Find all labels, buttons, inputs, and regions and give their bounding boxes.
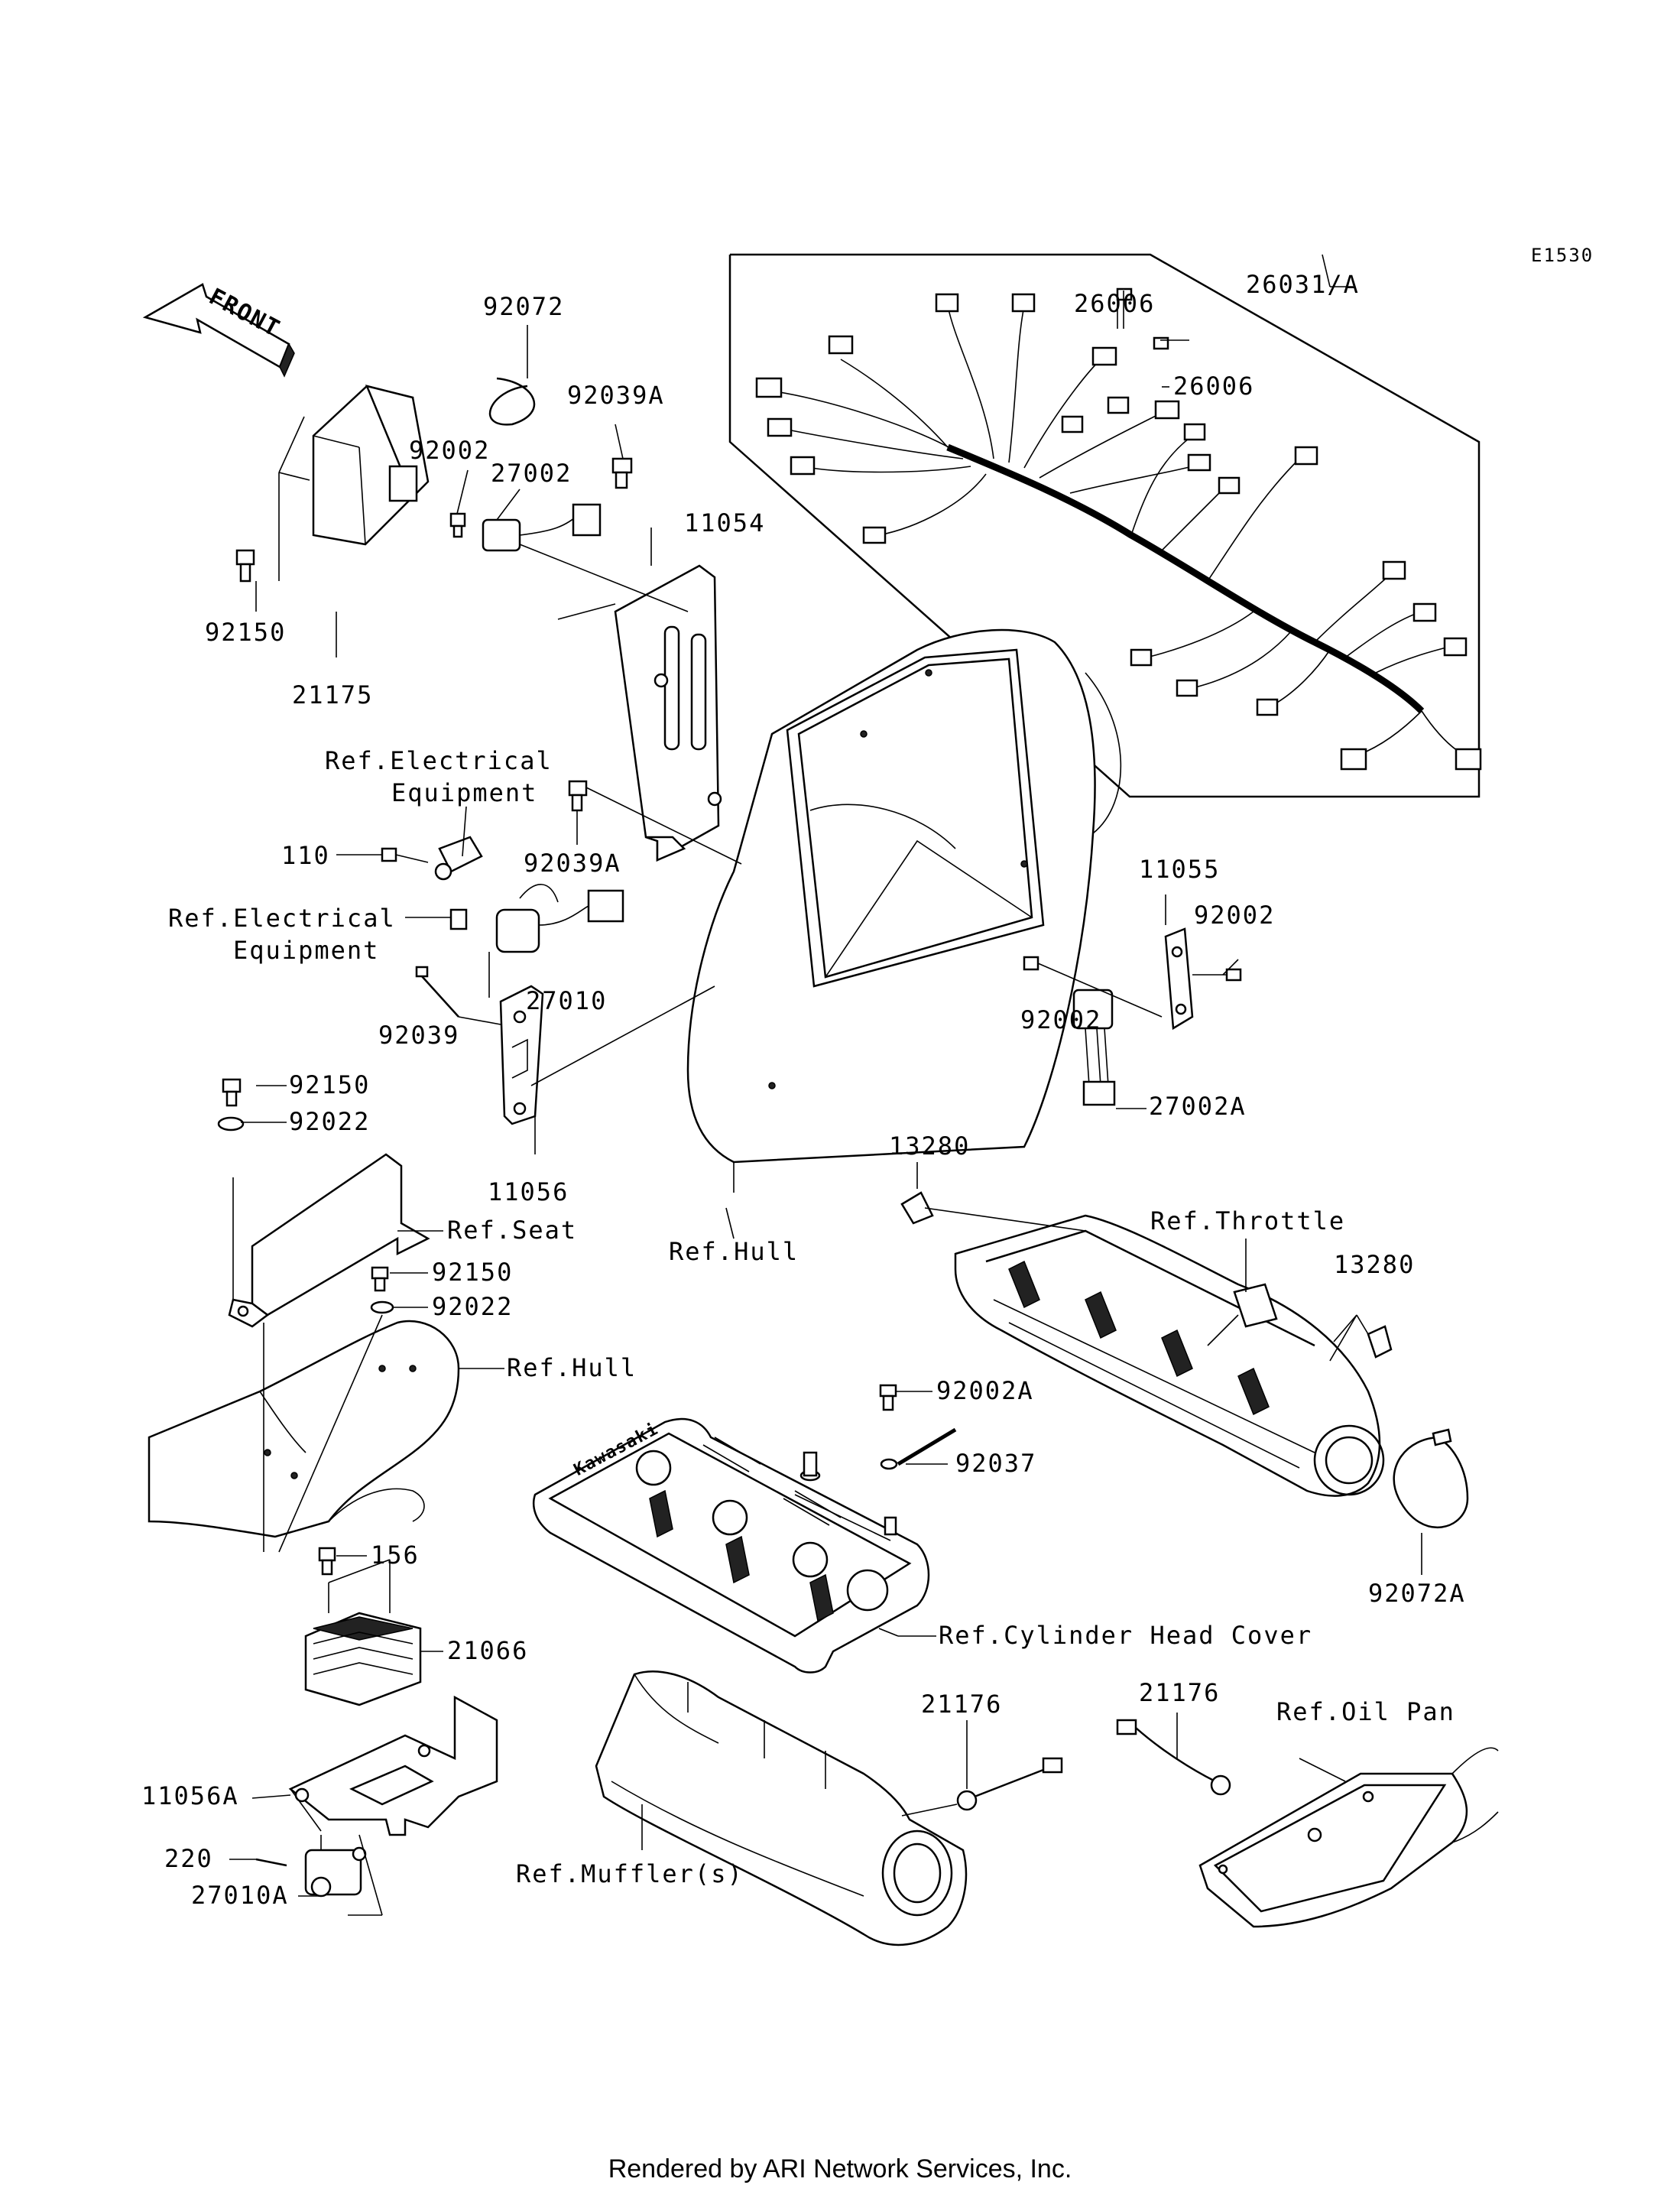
ecu-21175 [278,385,430,657]
relay-27002 [482,503,689,612]
label-ref-elec-1-l1: Ref.Electrical [325,746,553,775]
label-110: 110 [281,841,330,870]
label-27010: 27010 [526,986,607,1015]
seat-bracket [228,1153,430,1328]
label-92002-r1: 92002 [1194,901,1275,930]
cylinder-head-cover: Kawasaki [532,1417,936,1674]
label-92039: 92039 [378,1021,459,1050]
label-220: 220 [164,1844,213,1873]
label-ref-hull-low: Ref.Hull [507,1353,637,1382]
label-11056A: 11056A [141,1781,239,1810]
label-13280-b: 13280 [1334,1250,1415,1279]
tie-92037 [880,1427,957,1470]
sensor-21176-a [901,1720,1063,1817]
bracket-11055 [1164,894,1242,1031]
screw-92002-top [449,512,466,538]
label-92150-l: 92150 [289,1070,370,1099]
hull-storage-box [686,628,1122,1193]
label-ref-elec-2-l1: Ref.Electrical [168,904,396,933]
label-27002: 27002 [491,459,572,488]
front-arrow-icon: FRONT [142,283,295,378]
bolt-92150-mid [371,1266,389,1292]
relay-27002A [1023,956,1163,1106]
washer-92022-mid [370,1300,394,1314]
label-92039A-top: 92039A [567,381,665,410]
washer-92022-left [217,1116,245,1131]
label-92002-top: 92002 [409,436,490,465]
label-92022-l: 92022 [289,1107,370,1136]
label-27010A: 27010A [191,1881,289,1910]
part-labels: E1530 92072 92039A 92002 27002 92150 211… [141,245,1594,1910]
label-26006-b: 26006 [1173,372,1254,401]
clamp-13280-b [1329,1314,1393,1362]
wiring-harness-group [728,253,1482,798]
label-92037: 92037 [955,1449,1036,1478]
label-ref-elec-1-l2: Equipment [391,778,537,807]
label-92072A: 92072A [1368,1579,1466,1608]
oil-pan [1198,1747,1499,1928]
label-156: 156 [371,1541,420,1570]
label-ref-seat: Ref.Seat [447,1216,577,1245]
label-92002-r2: 92002 [1020,1005,1101,1034]
label-ref-oil-pan: Ref.Oil Pan [1276,1697,1455,1726]
label-13280-a: 13280 [889,1131,970,1161]
sensor-27010A [255,1834,383,1916]
leader-lines [229,254,1353,1897]
bolt-92150-top [235,549,255,583]
bracket-11056 [415,966,715,1154]
label-92150-top: 92150 [205,618,286,647]
label-92150-m: 92150 [432,1258,513,1287]
regulator-21066 [304,1547,443,1706]
label-27002A: 27002A [1149,1092,1247,1121]
label-21066: 21066 [447,1636,528,1665]
clamp-92072A [1393,1428,1469,1575]
label-92039A-mid: 92039A [524,849,621,878]
sensor-27010 [381,836,624,998]
bracket-11056A [288,1695,498,1836]
footer-credit: Rendered by ARI Network Services, Inc. [608,2154,1072,2183]
bolt-92150-left [222,1078,242,1107]
label-92072: 92072 [483,292,564,321]
clamp-13280-a [900,1162,1086,1232]
label-26006-a: 26006 [1074,289,1155,318]
bracket-11054 [557,528,722,862]
label-11054: 11054 [684,508,765,537]
label-11055: 11055 [1139,855,1220,884]
label-92022-m: 92022 [432,1292,513,1321]
label-ref-elec-2-l2: Equipment [233,936,379,965]
bolt-92002A [879,1384,897,1411]
label-21175: 21175 [292,680,373,709]
label-21176-a: 21176 [921,1690,1002,1719]
sensor-21176-b [1116,1713,1231,1796]
label-ref-cylinder-head-cover: Ref.Cylinder Head Cover [939,1621,1312,1650]
label-21176-b: 21176 [1139,1678,1220,1707]
clamp-92072 [488,325,536,426]
label-26031A: 26031/A [1246,270,1360,299]
screw-92039A-mid [568,780,742,865]
label-ref-throttle: Ref.Throttle [1150,1206,1345,1235]
muffler [595,1670,968,1946]
label-92002A: 92002A [936,1376,1034,1405]
hull-lower [148,1314,504,1553]
diagram-code: E1530 [1531,245,1594,266]
screw-92039A-top [611,457,633,489]
label-ref-hull-mid: Ref.Hull [669,1237,799,1266]
label-11056: 11056 [488,1177,569,1206]
throttle-body [954,1214,1385,1497]
label-ref-muffler: Ref.Muffler(s) [516,1859,744,1888]
